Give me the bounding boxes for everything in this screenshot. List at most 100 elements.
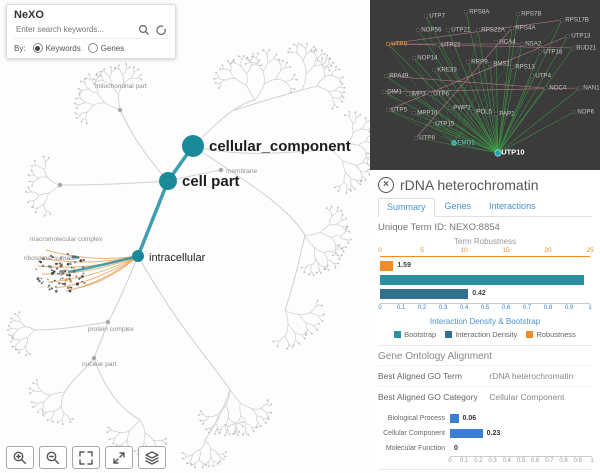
chart1-top-tick: 5 [420,247,424,254]
chart2-axis-area: 0 [450,444,592,453]
gene-label-NOP6: NOP6 [577,109,594,116]
chart2-tick: 0.9 [573,458,582,464]
gene-node-PAP2[interactable] [493,111,499,117]
detail-tabs: Summary Genes Interactions [378,198,592,217]
gene-label-PAP2: PAP2 [499,111,515,118]
gene-node-NSA2[interactable] [519,41,525,47]
tab-summary[interactable]: Summary [378,198,435,217]
radio-keywords[interactable]: Keywords [32,43,81,53]
gene-node-UTP4[interactable] [529,73,535,79]
term-label-1: cell part [182,173,240,190]
gene-node-UTP5[interactable] [385,107,391,113]
tab-genes[interactable]: Genes [444,201,472,211]
chart1-bar-row-interaction-density: 0.42 [380,289,590,299]
gene-node-RPS22A[interactable] [475,27,481,33]
term-node-cellular-component[interactable] [182,135,204,157]
gene-node-RPS8A[interactable] [463,9,469,15]
radio-genes[interactable]: Genes [87,43,124,53]
minor-label-3: ribosomal subunit [24,255,75,262]
gene-node-RPS13[interactable] [509,64,515,70]
gene-node-RPA49[interactable] [383,73,389,79]
gene-node-NOP6[interactable] [571,109,577,115]
gene-node-UTP13[interactable] [565,33,571,39]
layers-button[interactable] [138,446,166,469]
gene-node-UTP18[interactable] [537,49,543,55]
gene-node-HCA4[interactable] [493,39,499,45]
gene-node-IMP3[interactable] [405,91,411,97]
chart1-bottom-tick: 0.2 [417,305,427,311]
gene-node-POL5[interactable] [470,109,476,115]
gene-node-DIM1[interactable] [381,89,387,95]
gene-node-UTP7[interactable] [423,13,429,19]
minor-label-0: mitochondrial part [95,83,147,90]
fit-screen-icon [79,450,93,465]
gene-label-KRE33: KRE33 [437,67,457,74]
chart2-tick: 0.7 [545,458,554,464]
gene-node-KRE33[interactable] [431,67,437,73]
gene-node-PWP2[interactable] [447,105,453,111]
gene-node-NOP14[interactable] [411,55,417,61]
gene-node-UTP22[interactable] [435,42,441,48]
gene-node-RPS4A[interactable] [509,25,515,31]
gene-label-IMP3: IMP3 [411,91,426,98]
term-id-label: Unique Term ID: [378,222,447,233]
radio-genes-control[interactable] [87,43,98,53]
term-label-2: intracellular [149,252,206,264]
ribosome-cluster[interactable] [35,253,86,293]
zoom-out-button[interactable] [39,446,67,469]
legend-swatch [526,331,534,338]
close-icon[interactable]: × [378,177,394,193]
legend-item-robustness: Robustness [526,330,576,339]
reset-icon [156,24,166,35]
zoom-in-button[interactable] [6,446,34,469]
chart1-bottom-tick: 0.1 [396,305,406,311]
gene-node-UTP8[interactable] [413,135,419,141]
chart2-category-label: Biological Process [387,415,445,422]
chart1-bottom-tick: 0.3 [438,305,448,311]
chart1-top-tick: 0 [378,247,382,254]
gene-node-BMS1[interactable] [487,61,493,67]
gene-label-POL5: POL5 [476,109,492,116]
gene-node-UTP9[interactable] [385,41,391,47]
gene-node-UTP21[interactable] [445,27,451,33]
term-node-cell-part[interactable] [159,172,177,190]
gene-label-HCA4: HCA4 [499,39,516,46]
chart2-tick: 0.8 [559,458,568,464]
gene-node-RRP9[interactable] [465,59,471,65]
minor-term-labels: mitochondrial partmembranemacromolecular… [24,83,257,368]
legend-label: Interaction Density [455,330,518,339]
radio-keywords-control[interactable] [32,43,43,53]
zoom-selection-button[interactable] [105,446,133,469]
tab-interactions[interactable]: Interactions [489,201,536,211]
gene-node-UTP6[interactable] [427,91,433,97]
chart1-bottom-tick: 1 [588,305,592,311]
go-row-value: rDNA heterochromatin [489,371,574,381]
fit-screen-button[interactable] [72,446,100,469]
reset-search-button[interactable] [154,23,168,36]
zoom-out-icon [46,451,60,464]
gene-node-EMG1[interactable] [451,140,457,146]
gene-node-UTP10[interactable] [494,149,502,157]
zoom-selection-icon [113,451,125,464]
biological-process-heading: Biological Process [378,469,592,473]
gene-node-UTP15[interactable] [429,121,435,127]
search-input[interactable] [14,24,134,35]
search-by-label: By: [14,43,26,53]
gene-node-NOP56[interactable] [415,27,421,33]
gene-node-NOC4[interactable] [543,85,549,91]
gene-node-MPP10[interactable] [411,110,417,116]
gene-node-RPS17B[interactable] [559,17,565,23]
term-node-intracellular[interactable] [132,250,144,262]
chart1-bottom-tick: 0.6 [501,305,511,311]
search-button[interactable] [137,23,151,36]
gene-node-BUD21[interactable] [570,45,576,51]
gene-node-RPS7B[interactable] [515,11,521,17]
gene-node-NAN1[interactable] [577,85,583,91]
